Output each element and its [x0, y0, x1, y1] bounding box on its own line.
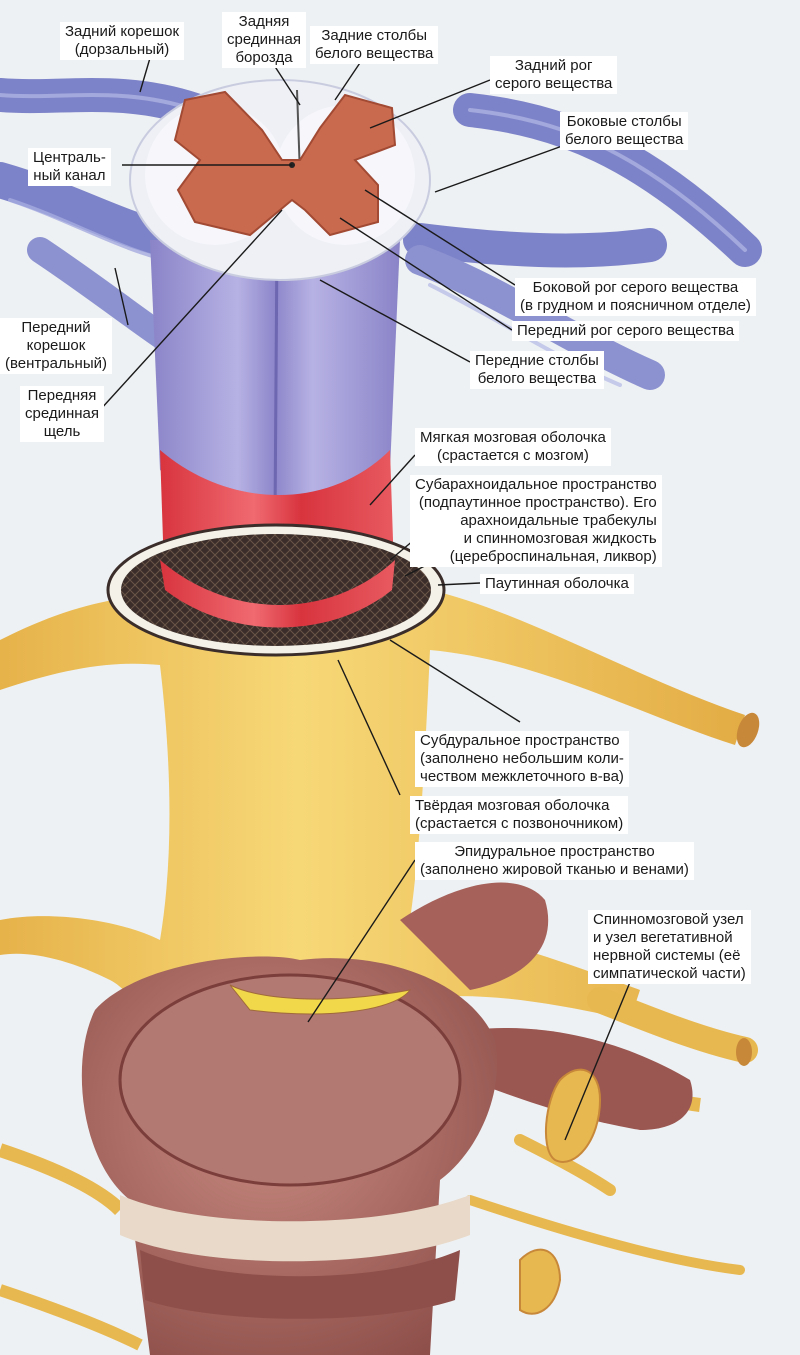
label-pia-mater: Мягкая мозговая оболочка (срастается с м… [415, 428, 611, 466]
spinal-ganglion-drawing [519, 1068, 602, 1315]
label-anterior-root: Передний корешок (вентральный) [0, 318, 112, 374]
label-dura-mater: Твёрдая мозговая оболочка (срастается с … [410, 796, 629, 834]
label-anterior-median-fissure: Передняя срединная щель [20, 386, 105, 442]
label-subarachnoid-space: Субарахноидальное пространство (подпаути… [410, 475, 662, 567]
gray-matter [173, 90, 397, 237]
label-epidural-space: Эпидуральное пространство (заполнено жир… [415, 842, 694, 880]
leader-lines [99, 44, 636, 1141]
label-posterior-horn: Задний рог серого вещества [490, 56, 618, 94]
label-anterior-columns: Передние столбы белого вещества [470, 351, 604, 389]
label-spinal-ganglion: Спинномозговой узел и узел вегетативной … [588, 910, 751, 984]
label-posterior-root: Задний корешок (дорзальный) [60, 22, 185, 60]
label-arachnoid: Паутинная оболочка [480, 574, 634, 594]
cord-cross-section [129, 79, 431, 281]
label-posterior-median-sulcus: Задняя срединная борозда [222, 12, 307, 68]
vertebra [81, 882, 693, 1355]
label-central-canal: Централь- ный канал [28, 148, 111, 186]
label-subdural-space: Субдуральное пространство (заполнено неб… [415, 731, 629, 787]
label-posterior-columns: Задние столбы белого вещества [310, 26, 439, 64]
label-lateral-columns: Боковые столбы белого вещества [560, 112, 689, 150]
label-anterior-horn: Передний рог серого вещества [512, 321, 740, 341]
meninges-ring [106, 523, 446, 657]
label-lateral-horn: Боковой рог серого вещества (в грудном и… [515, 278, 756, 316]
